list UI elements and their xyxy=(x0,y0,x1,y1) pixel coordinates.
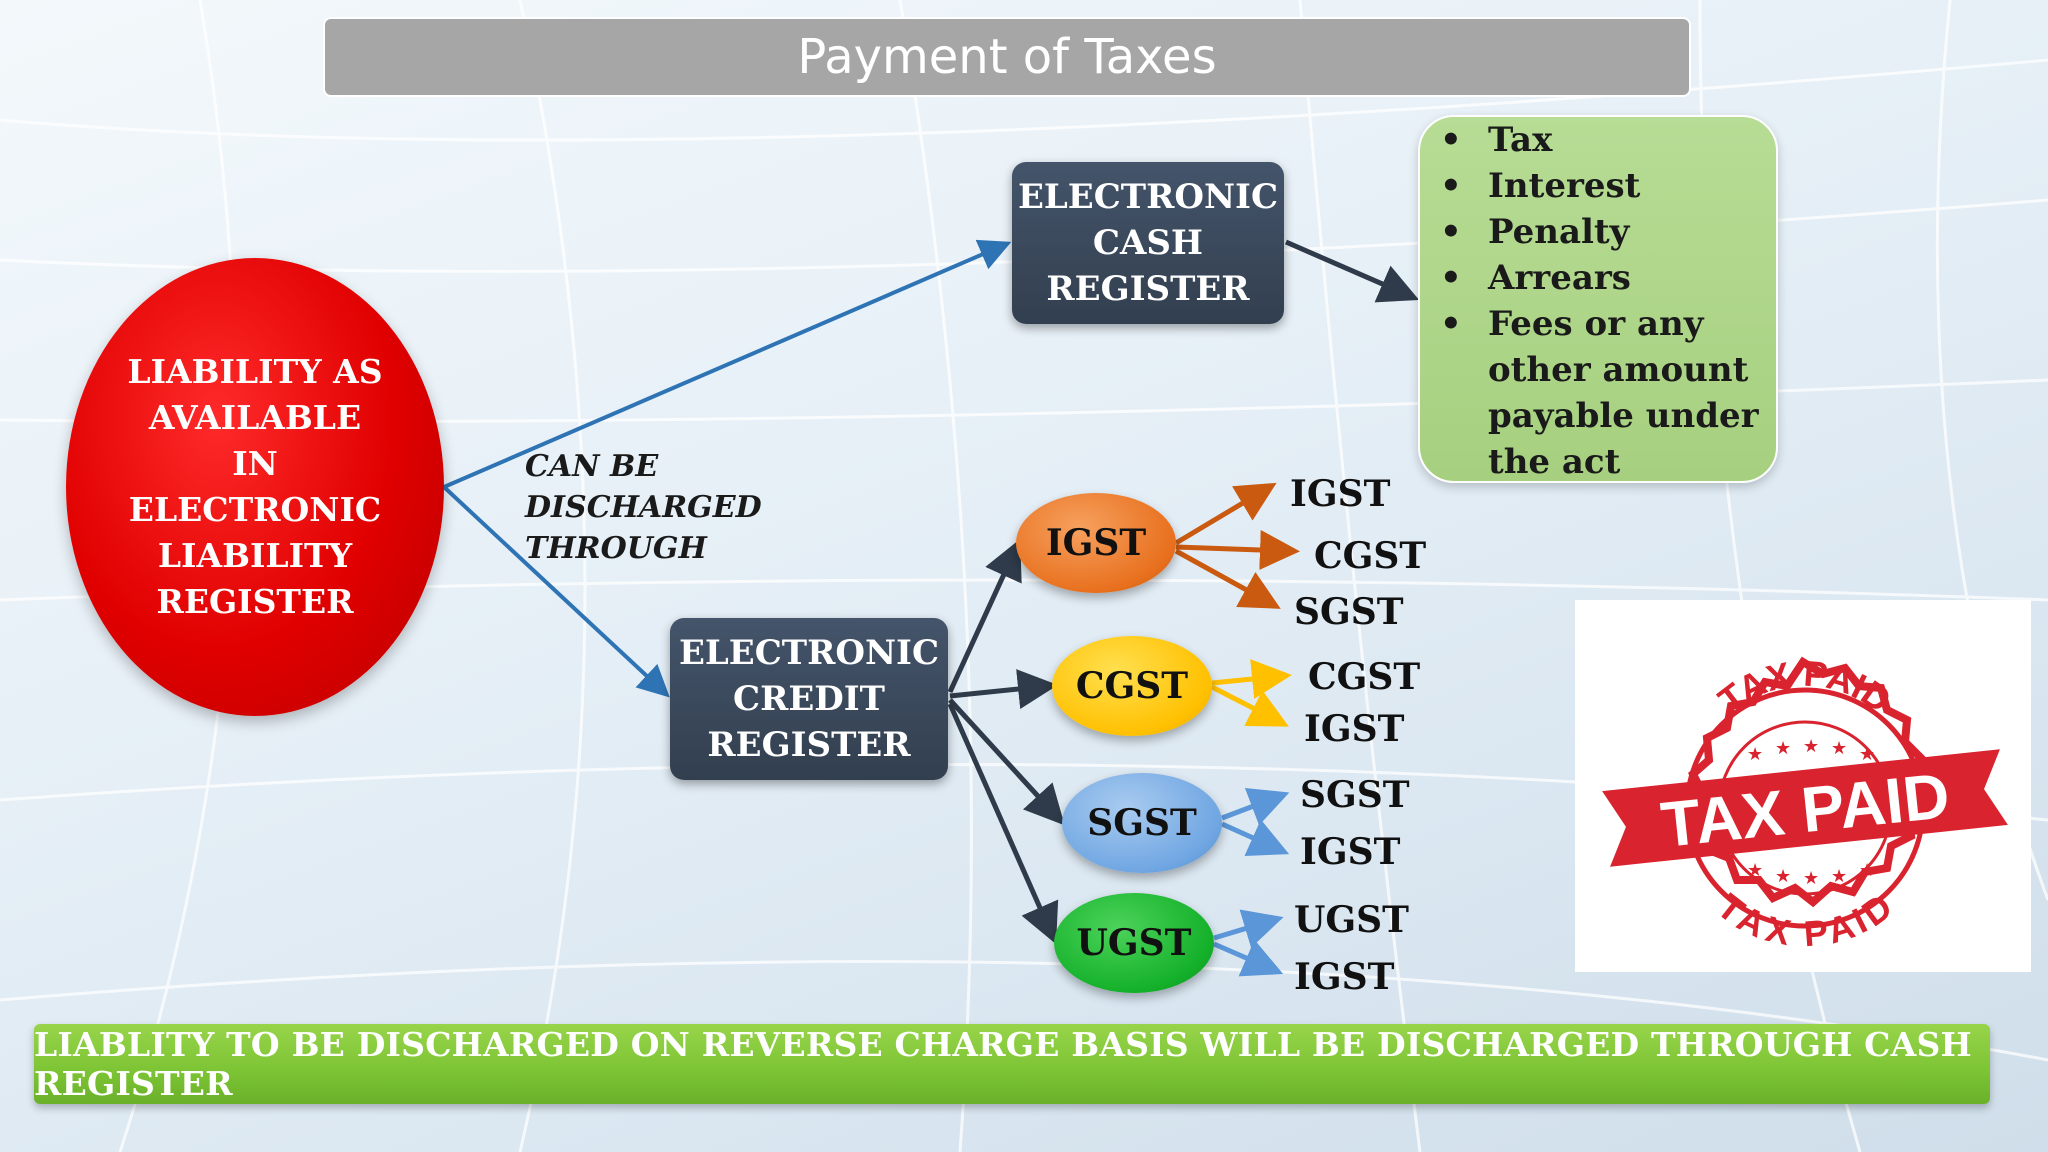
sgst-target-sgst: SGST xyxy=(1300,774,1410,816)
arrow-sgst-igst xyxy=(1220,819,1290,856)
ugst-credit-node: UGST xyxy=(1054,893,1214,993)
arrow-cgst-igst xyxy=(1210,684,1289,727)
arrow-ugst-igst xyxy=(1213,939,1284,977)
svg-text:★: ★ xyxy=(1831,866,1847,887)
cash-use-item: Penalty xyxy=(1440,209,1776,255)
cash-use-item: Arrears xyxy=(1440,255,1776,301)
svg-text:★: ★ xyxy=(1747,860,1763,881)
arrow-igst-cgst xyxy=(1175,529,1300,570)
sgst-credit-node: SGST xyxy=(1062,773,1222,873)
svg-text:★: ★ xyxy=(1831,738,1847,759)
cash-register-node: ELECTRONIC CASH REGISTER xyxy=(1012,162,1284,324)
arrow-to-credit xyxy=(442,485,670,698)
igst-target-sgst: SGST xyxy=(1294,591,1404,633)
arrow-ugst-ugst xyxy=(1213,909,1284,948)
cash-uses-box: Tax Interest Penalty Arrears Fees or any… xyxy=(1418,115,1778,483)
sgst-target-igst: IGST xyxy=(1300,831,1401,873)
igst-credit-node: IGST xyxy=(1016,493,1176,593)
cash-use-item: Fees or any other amount payable under t… xyxy=(1440,301,1776,481)
cgst-target-igst: IGST xyxy=(1304,708,1405,750)
cash-use-item: Tax xyxy=(1440,117,1776,163)
arrow-credit-to-sgst xyxy=(948,698,1065,826)
cash-uses-list: Tax Interest Penalty Arrears Fees or any… xyxy=(1420,117,1776,481)
stamp-graphic: TAX PAID TAX PAID TAX PAID ★★★★★ ★★★★★ xyxy=(1602,653,2008,955)
arrow-cash-to-uses xyxy=(1285,239,1420,303)
igst-target-igst: IGST xyxy=(1290,473,1391,515)
arrow-cgst-cgst xyxy=(1211,659,1292,699)
arrow-credit-to-igst xyxy=(947,538,1022,694)
arrow-igst-igst xyxy=(1174,482,1277,546)
arrow-credit-to-ugst xyxy=(947,702,1059,945)
cgst-target-cgst: CGST xyxy=(1308,656,1421,698)
svg-text:★: ★ xyxy=(1775,866,1791,887)
svg-text:★: ★ xyxy=(1859,860,1875,881)
page-title: Payment of Taxes xyxy=(323,17,1691,97)
svg-text:TAX PAID: TAX PAID xyxy=(1711,653,1899,721)
ugst-target-igst: IGST xyxy=(1294,956,1395,998)
arrow-credit-to-cgst xyxy=(949,669,1058,709)
credit-register-node: ELECTRONIC CREDIT REGISTER xyxy=(670,618,948,780)
arrow-sgst-sgst xyxy=(1221,787,1290,826)
liability-register-node: LIABILITY AS AVAILABLE IN ELECTRONIC LIA… xyxy=(66,258,444,716)
discharge-label: CAN BE DISCHARGED THROUGH xyxy=(525,449,762,566)
svg-text:★: ★ xyxy=(1775,738,1791,759)
arrow-igst-sgst xyxy=(1174,548,1281,609)
svg-text:★: ★ xyxy=(1803,868,1819,889)
svg-text:★: ★ xyxy=(1859,744,1875,765)
ugst-target-ugst: UGST xyxy=(1294,899,1409,941)
arrow-to-cash xyxy=(443,239,1012,489)
reverse-charge-note: LIABLITY TO BE DISCHARGED ON REVERSE CHA… xyxy=(34,1024,1990,1104)
svg-text:★: ★ xyxy=(1803,736,1819,757)
stamp-text-main: TAX PAID xyxy=(1658,759,1953,861)
cgst-credit-node: CGST xyxy=(1052,636,1212,736)
tax-paid-stamp: TAX PAID TAX PAID TAX PAID ★★★★★ ★★★★★ xyxy=(1575,600,2031,972)
liability-label: LIABILITY AS AVAILABLE IN ELECTRONIC LIA… xyxy=(127,352,383,621)
igst-target-cgst: CGST xyxy=(1314,535,1427,577)
cash-use-item: Interest xyxy=(1440,163,1776,209)
stamp-text-top: TAX PAID xyxy=(1711,653,1899,721)
svg-text:★: ★ xyxy=(1747,744,1763,765)
